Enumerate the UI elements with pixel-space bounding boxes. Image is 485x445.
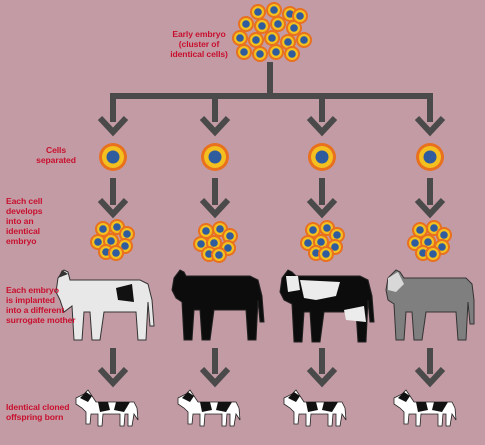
early-embryo-cluster (232, 2, 312, 62)
label-cells-separated: Cells separated (26, 145, 86, 165)
surrogate-mother-2 (172, 270, 264, 340)
branch-connector (110, 62, 433, 122)
branch-arrowheads (100, 118, 443, 132)
offspring-calf-3 (284, 390, 346, 426)
label-identical-cloned-offspring: Identical cloned offspring born (6, 402, 82, 422)
offspring-calf-2 (178, 390, 240, 426)
offspring-calf-1 (76, 390, 138, 426)
label-each-embryo-implanted: Each embryo is implanted into a differen… (6, 285, 82, 325)
offspring-calves (76, 390, 456, 426)
surrogate-mother-4 (386, 270, 474, 340)
surrogate-mother-3 (280, 270, 374, 342)
offspring-calf-4 (394, 390, 456, 426)
arrows-to-embryos (113, 178, 430, 205)
label-early-embryo: Early embryo (cluster of identical cells… (166, 29, 232, 59)
separated-cells (99, 143, 444, 171)
embryo-clusters (90, 219, 452, 263)
arrows-to-offspring (113, 348, 430, 374)
label-each-cell-develops: Each cell develops into an identical emb… (6, 196, 76, 246)
